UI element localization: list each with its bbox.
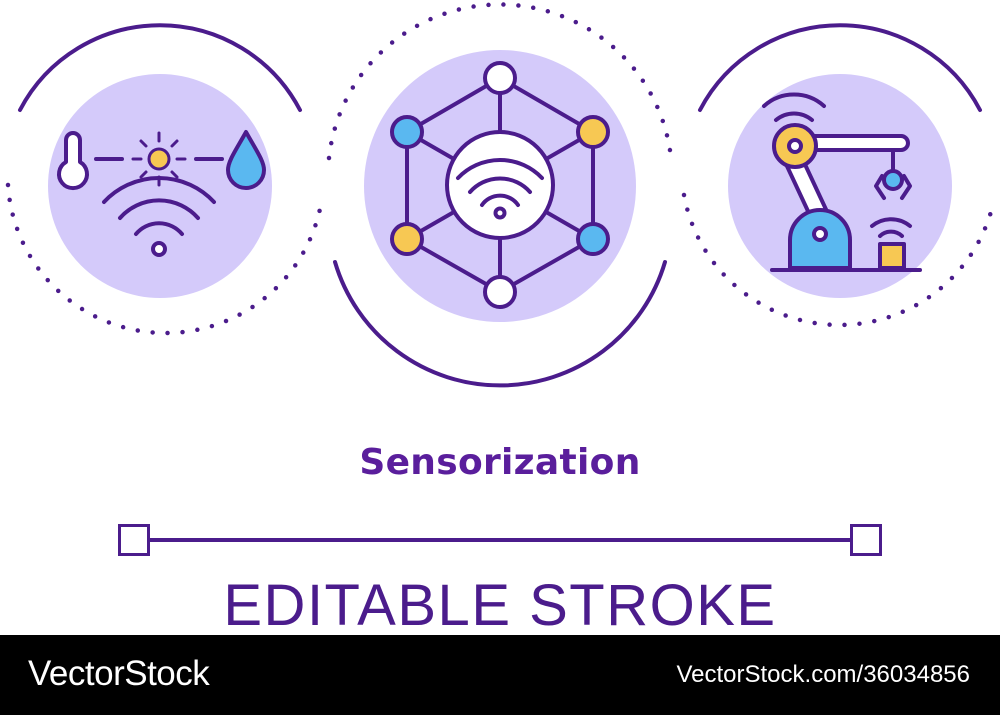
wireless-network-hub-icon bbox=[364, 50, 636, 322]
gripper-joint bbox=[882, 169, 904, 191]
wifi-icon bbox=[456, 158, 544, 220]
subtitle: EDITABLE STROKE bbox=[223, 574, 777, 635]
robotic-arm-sensor-icon bbox=[728, 74, 952, 298]
temperature-humidity-wireless-sensor-icon bbox=[48, 74, 272, 298]
wifi-icon bbox=[870, 217, 912, 228]
concept-illustration bbox=[5, 2, 997, 388]
arm-upper-segment bbox=[808, 134, 910, 152]
page-title: Sensorization bbox=[359, 442, 641, 483]
center-ring-dotted-arc bbox=[326, 2, 674, 161]
gripper-icon bbox=[874, 174, 912, 200]
decorative-rings bbox=[5, 2, 997, 388]
sun-icon bbox=[131, 131, 187, 187]
center-ring-solid-arc bbox=[333, 260, 667, 388]
right-ring-solid-arc bbox=[698, 23, 982, 112]
wifi-icon bbox=[102, 175, 216, 257]
water-drop-icon bbox=[226, 130, 266, 190]
left-ring-solid-arc bbox=[18, 23, 302, 112]
slider-handle-left bbox=[118, 524, 150, 556]
footer-bar: VectorStock VectorStock.com/36034856 bbox=[0, 635, 1000, 715]
editable-stroke-slider bbox=[118, 524, 882, 556]
slider-handle-right bbox=[850, 524, 882, 556]
network-nodes bbox=[390, 61, 610, 309]
wifi-icon bbox=[762, 92, 826, 108]
brand-logo: VectorStock bbox=[28, 654, 210, 693]
sensor-box bbox=[878, 242, 906, 270]
thermometer-icon bbox=[57, 131, 89, 191]
image-reference: VectorStock.com/36034856 bbox=[676, 661, 970, 688]
slider-track bbox=[146, 538, 854, 542]
